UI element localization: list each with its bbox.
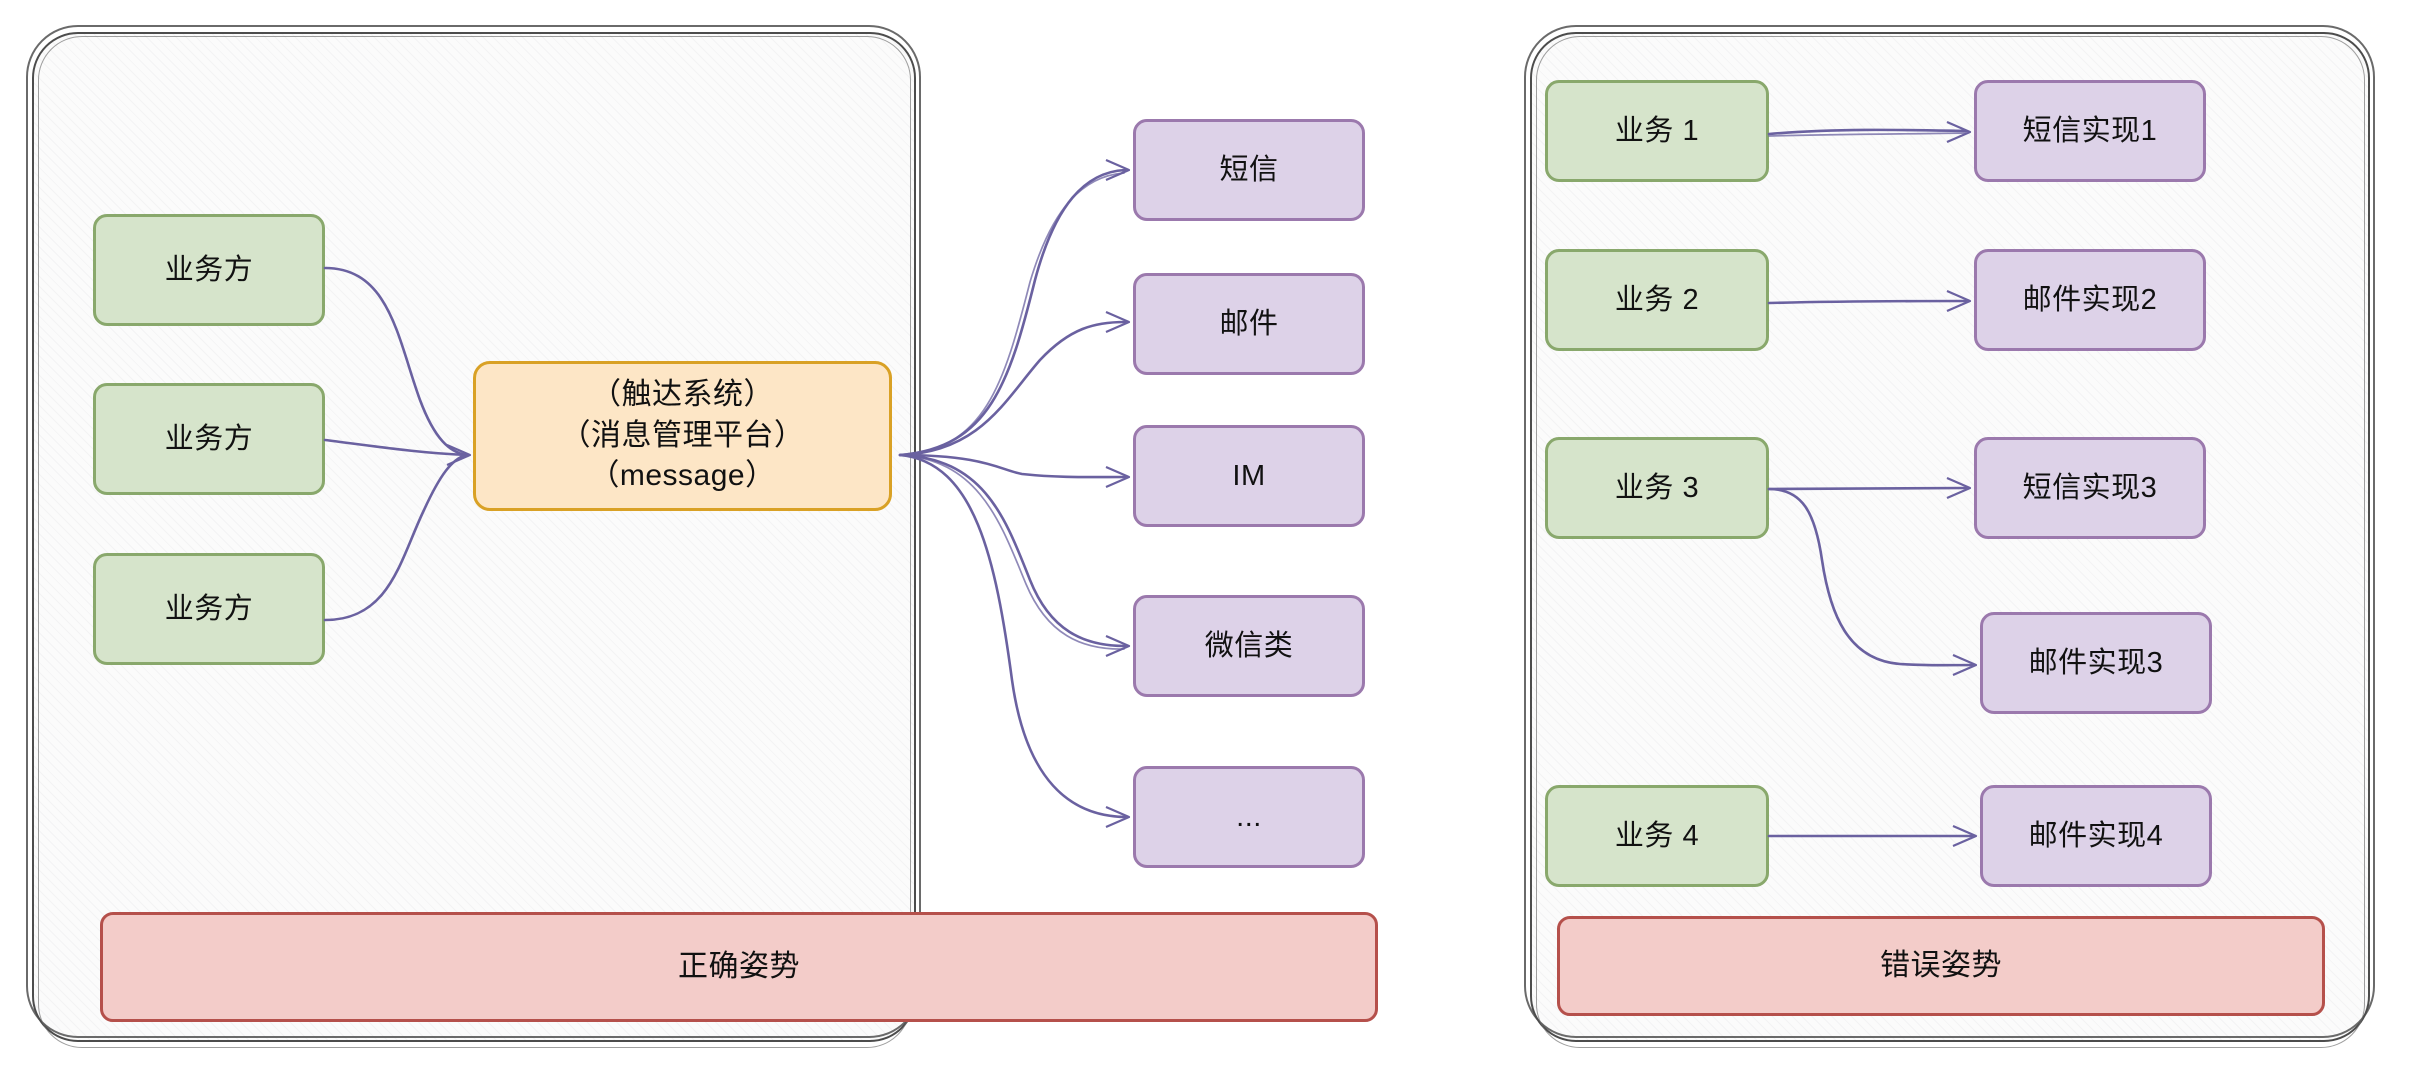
node-impl-sms-3[interactable]: 短信实现3 [1974, 437, 2206, 539]
node-channel-sms[interactable]: 短信 [1133, 119, 1365, 221]
hub-line-1: （触达系统） [591, 377, 774, 411]
node-channel-wechat[interactable]: 微信类 [1133, 595, 1365, 697]
node-business-3[interactable]: 业务 3 [1545, 437, 1769, 539]
node-business-1[interactable]: 业务 1 [1545, 80, 1769, 182]
node-producer-1[interactable]: 业务方 [93, 214, 325, 326]
panel-border-inner-right [1536, 36, 2365, 1048]
node-impl-email-2[interactable]: 邮件实现2 [1974, 249, 2206, 351]
panel-border-inner [38, 36, 911, 1048]
edge-hub-to-im [898, 453, 1131, 489]
edge-hub-to-email [898, 310, 1131, 457]
banner-correct-approach: 正确姿势 [100, 912, 1378, 1022]
banner-wrong-approach: 错误姿势 [1557, 916, 2325, 1016]
left-panel-correct-approach [26, 25, 921, 1048]
node-message-hub[interactable]: （触达系统） （消息管理平台） （message） [473, 361, 892, 511]
node-impl-email-4[interactable]: 邮件实现4 [1980, 785, 2212, 887]
hub-line-2: （消息管理平台） [560, 418, 805, 452]
node-impl-email-3[interactable]: 邮件实现3 [1980, 612, 2212, 714]
edge-hub-to-wechat [898, 453, 1131, 658]
node-channel-more[interactable]: ... [1133, 766, 1365, 868]
edge-hub-to-more [898, 453, 1131, 829]
node-business-2[interactable]: 业务 2 [1545, 249, 1769, 351]
panel-border-main [32, 32, 916, 1042]
node-channel-email[interactable]: 邮件 [1133, 273, 1365, 375]
hub-line-3: （message） [589, 459, 776, 493]
node-producer-3[interactable]: 业务方 [93, 553, 325, 665]
node-channel-im[interactable]: IM [1133, 425, 1365, 527]
edge-hub-to-sms [898, 158, 1131, 457]
panel-border-outer [26, 25, 921, 1038]
node-business-4[interactable]: 业务 4 [1545, 785, 1769, 887]
node-impl-sms-1[interactable]: 短信实现1 [1974, 80, 2206, 182]
node-producer-2[interactable]: 业务方 [93, 383, 325, 495]
